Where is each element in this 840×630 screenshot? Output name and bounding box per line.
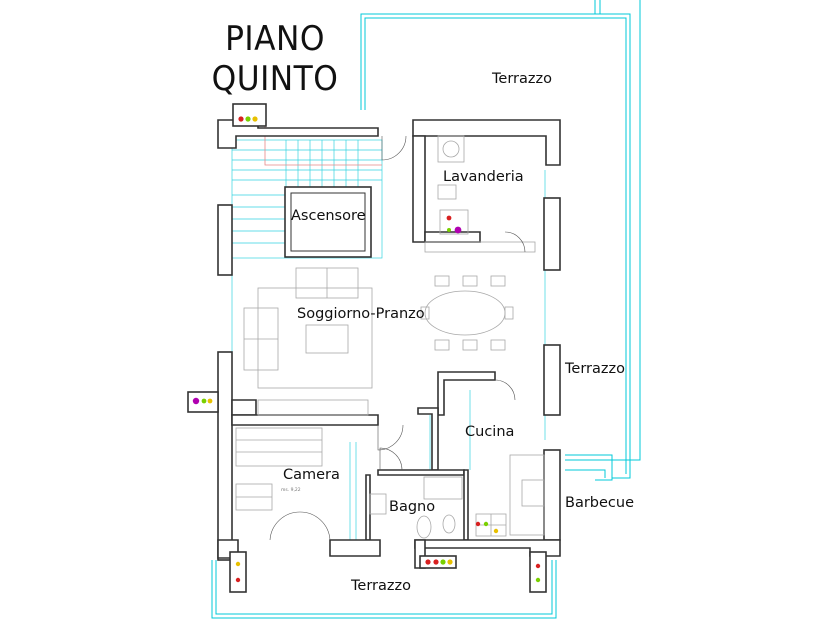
room-label-barbecue: Barbecue — [565, 495, 635, 511]
door-swings — [269, 135, 526, 541]
outlet-column-right — [535, 563, 541, 583]
room-label-terrace-right: Terrazzo — [565, 361, 625, 377]
room-label-terrace-bottom: Terrazzo — [351, 578, 411, 594]
plan-title-line-2: QUINTO — [211, 59, 339, 99]
room-label-living-dining: Soggiorno-Pranzo — [297, 306, 425, 322]
room-label-terrace-top: Terrazzo — [492, 71, 552, 87]
room-label-laundry: Lavanderia — [443, 169, 524, 185]
outlet-laundry — [446, 215, 462, 234]
stair-handrail — [264, 120, 382, 166]
room-label-elevator: Ascensore — [291, 208, 366, 224]
outlet-box-top — [238, 116, 258, 122]
outlet-kitchen — [475, 521, 499, 534]
room-label-kitchen: Cucina — [465, 424, 515, 440]
outlet-box-left — [192, 397, 213, 405]
outlet-box-bottom — [425, 559, 453, 565]
room-label-bathroom: Bagno — [389, 499, 436, 515]
room-label-bedroom: Camera — [283, 467, 340, 483]
outlet-column-left — [235, 561, 241, 583]
bedroom-height-note: ms. 9,22 — [281, 488, 301, 493]
furniture — [235, 135, 545, 539]
terrace-outlines — [211, 0, 641, 619]
elevator-shaft — [290, 192, 366, 252]
plan-title-line-1: PIANO — [225, 19, 325, 59]
walls — [187, 103, 561, 593]
